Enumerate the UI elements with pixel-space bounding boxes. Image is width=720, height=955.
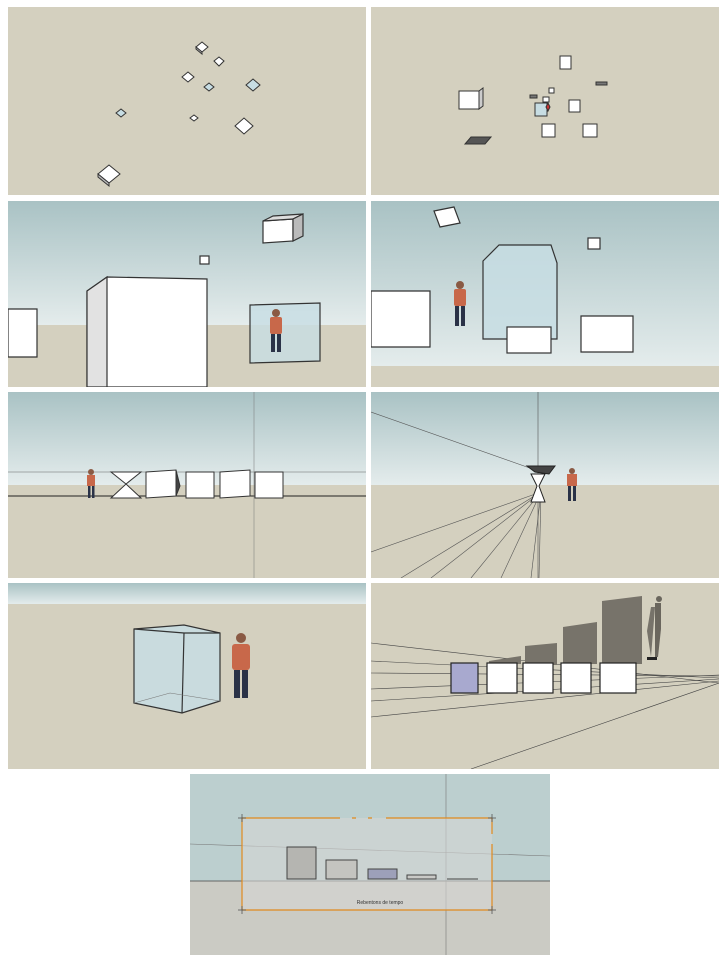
- panel-section-view: Rebentons de tempo: [190, 774, 550, 955]
- top-view-rotated-canvas: [371, 7, 719, 195]
- panel-row-of-boxes: [8, 392, 366, 578]
- glass-cube[interactable]: [134, 625, 220, 713]
- floating-box[interactable]: [263, 219, 293, 243]
- floating-box-small[interactable]: [588, 238, 600, 249]
- glass-box[interactable]: [483, 245, 557, 339]
- top-view-canvas: [8, 7, 366, 195]
- glass-box[interactable]: [250, 303, 320, 363]
- row-canvas: [8, 392, 366, 578]
- panel-vanishing-lines: [371, 392, 719, 578]
- glass-cube-canvas: [8, 583, 366, 769]
- vanishing-canvas: [371, 392, 719, 578]
- edge-box-left[interactable]: [371, 291, 430, 347]
- left-edge-box[interactable]: [8, 309, 37, 357]
- shadows-canvas: [371, 583, 719, 769]
- section-label: Rebentons de tempo: [357, 900, 404, 906]
- panel-growing-shadows: [371, 583, 719, 769]
- box-under-glass[interactable]: [507, 327, 551, 353]
- tiny-box[interactable]: [200, 256, 209, 264]
- panel-perspective-glass: [371, 201, 719, 387]
- panel-top-view-2: [371, 7, 719, 195]
- panel-perspective-boxes: [8, 201, 366, 387]
- section-canvas: Rebentons de tempo: [190, 774, 550, 955]
- perspective-canvas: [8, 201, 366, 387]
- perspective-glass-canvas: [371, 201, 719, 387]
- panel-top-view-1: [8, 7, 366, 195]
- selection-plane[interactable]: [242, 818, 492, 910]
- box-right[interactable]: [581, 316, 633, 352]
- panel-glass-cube: [8, 583, 366, 769]
